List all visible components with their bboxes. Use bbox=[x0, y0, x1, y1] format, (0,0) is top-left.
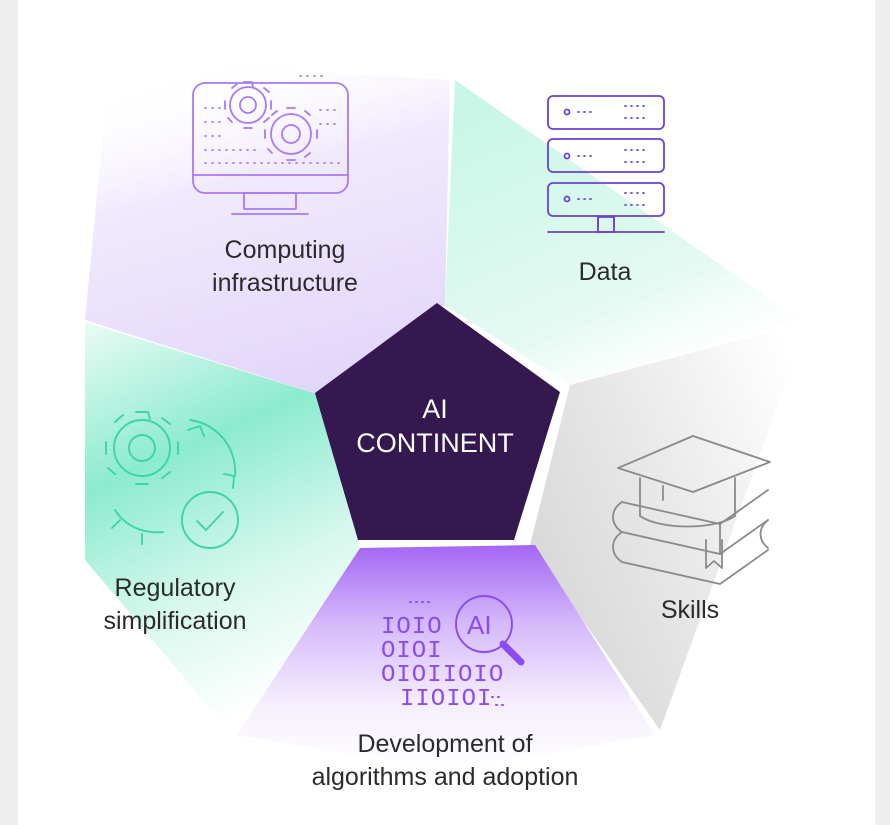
segment-algorithms bbox=[235, 545, 655, 770]
label-computing-line1: Computing bbox=[224, 236, 346, 264]
segment-regulatory bbox=[85, 322, 360, 738]
label-skills: Skills bbox=[640, 594, 740, 627]
computer-gears-icon bbox=[192, 75, 349, 215]
label-computing: Computing infrastructure bbox=[200, 234, 370, 299]
graduation-cap-book-icon bbox=[612, 435, 771, 585]
label-skills-line1: Skills bbox=[660, 596, 720, 624]
gears-check-icon bbox=[105, 411, 239, 549]
svg-text:IOIO: IOIO bbox=[381, 614, 443, 641]
label-algorithms: Development of algorithms and adoption bbox=[285, 728, 605, 793]
center-label: AI CONTINENT bbox=[315, 393, 555, 461]
svg-text:AI: AI bbox=[467, 610, 492, 640]
label-algorithms-line1: Development of bbox=[357, 730, 533, 758]
svg-text:OIOI: OIOI bbox=[381, 638, 443, 665]
ai-binary-magnifier-icon: IOIO OIOI OIOIIOIO IIOIOI AI bbox=[381, 595, 525, 713]
center-pentagon bbox=[315, 303, 560, 540]
label-regulatory: Regulatory simplification bbox=[85, 572, 265, 637]
svg-text:OIOIIOIO: OIOIIOIO bbox=[381, 662, 504, 689]
label-computing-line2: infrastructure bbox=[212, 268, 358, 297]
label-algorithms-line2: algorithms and adoption bbox=[311, 762, 579, 791]
label-data-line1: Data bbox=[578, 258, 632, 286]
label-regulatory-line2: simplification bbox=[103, 606, 247, 635]
svg-text:IIOIOI: IIOIOI bbox=[400, 686, 492, 713]
label-data: Data bbox=[555, 256, 655, 289]
center-label-line2: CONTINENT bbox=[356, 427, 514, 458]
label-regulatory-line1: Regulatory bbox=[114, 574, 236, 602]
center-label-line1: AI bbox=[422, 394, 448, 424]
segment-computing bbox=[85, 62, 450, 395]
server-stack-icon bbox=[547, 95, 665, 233]
